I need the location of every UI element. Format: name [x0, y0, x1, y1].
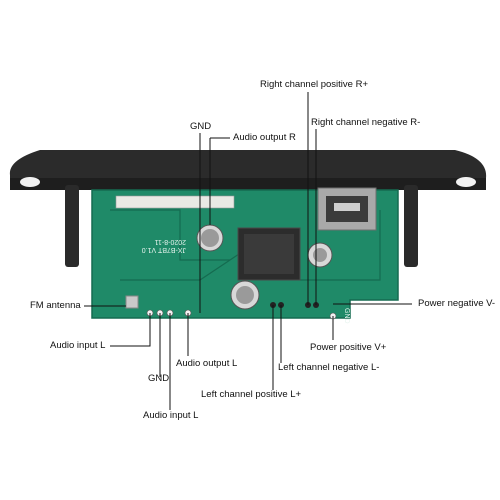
- leader-audio-in-l-1: [110, 313, 151, 347]
- capacitor-right: [307, 242, 333, 268]
- label-right-channel-negative: Right channel negative R-: [311, 117, 421, 128]
- label-power-negative: Power negative V-: [418, 298, 496, 309]
- mount-hole-right: [456, 177, 476, 187]
- label-audio-output-r: Audio output R: [233, 132, 296, 143]
- label-gnd-top: GND: [190, 121, 212, 132]
- leader-lines: [84, 92, 412, 410]
- label-audio-input-l-2: Audio input L: [143, 410, 199, 421]
- label-audio-output-l: Audio output L: [176, 358, 238, 369]
- pcb-board: JX-B7BT V1.0 2020-8-11 GND: [91, 187, 399, 324]
- label-left-channel-negative: Left channel negative L-: [278, 362, 380, 373]
- ribbon-connector: [115, 195, 235, 209]
- fm-antenna-pad: [125, 295, 139, 309]
- capacitor-upper: [196, 224, 224, 252]
- side-clips: [65, 185, 418, 267]
- board-date-text: 2020-8-11: [154, 238, 186, 245]
- board-model-text: JX-B7BT V1.0: [142, 246, 186, 253]
- board-gnd-text: GND: [343, 308, 350, 324]
- label-left-channel-positive: Left channel positive L+: [201, 389, 302, 400]
- label-right-channel-positive: Right channel positive R+: [260, 79, 368, 90]
- capacitor-lower: [230, 280, 260, 310]
- front-faceplate: [9, 150, 487, 190]
- label-power-positive: Power positive V+: [310, 342, 387, 353]
- mount-hole-left: [20, 177, 40, 187]
- label-gnd-bottom: GND: [148, 373, 170, 384]
- label-audio-input-l-1: Audio input L: [50, 340, 106, 351]
- label-fm-antenna: FM antenna: [30, 300, 81, 311]
